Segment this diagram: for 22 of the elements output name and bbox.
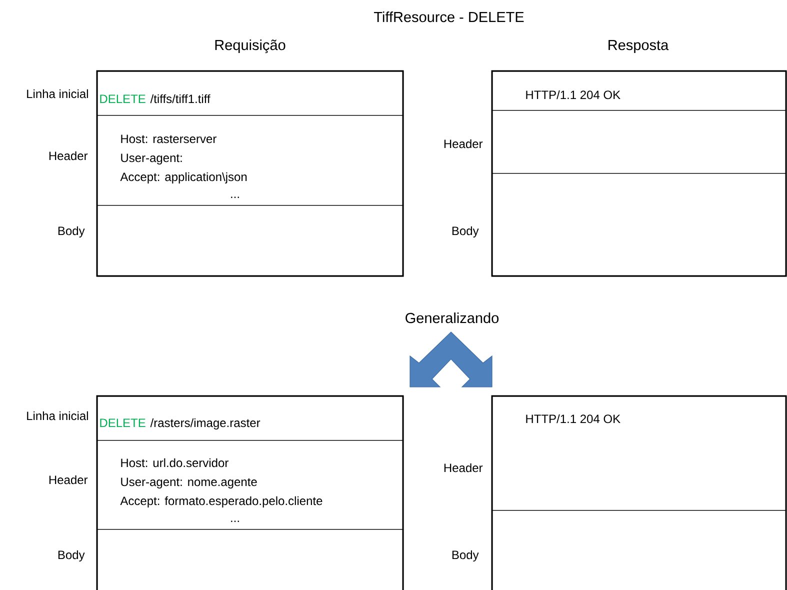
row-label: Body <box>58 550 85 562</box>
node-label: /tiffs/tiff1.tiff <box>150 94 210 104</box>
diagram-title: TiffResource - DELETE <box>374 12 524 22</box>
row-label: Header <box>49 151 88 160</box>
section-heading: Generalizando <box>406 312 499 324</box>
node-label: HTTP/1.1 204 OK <box>526 414 620 424</box>
row-label: Linha inicial <box>27 89 88 98</box>
column-heading: Resposta <box>608 40 669 54</box>
node-label: DELETE <box>100 418 146 428</box>
row-label: Header <box>444 463 483 472</box>
node-label: HTTP/1.1 204 OK <box>526 90 620 100</box>
row-label: Body <box>452 550 479 562</box>
row-label: Linha inicial <box>27 411 88 420</box>
node-label: DELETE <box>100 94 146 104</box>
table-cell: Host: rasterserver User-agent: Accept: application\json ... <box>97 115 404 206</box>
row-label: Header <box>444 139 483 148</box>
table-cell: Host: url.do.servidor User-agent: nome.agente Accept: formato.esperado.pelo.cliente ... <box>97 440 404 530</box>
row-label: Header <box>49 475 88 484</box>
column-heading: Requisição <box>215 40 286 54</box>
row-label: Body <box>452 226 479 238</box>
node-label: /rasters/image.raster <box>150 418 260 430</box>
row-label: Body <box>58 226 85 238</box>
